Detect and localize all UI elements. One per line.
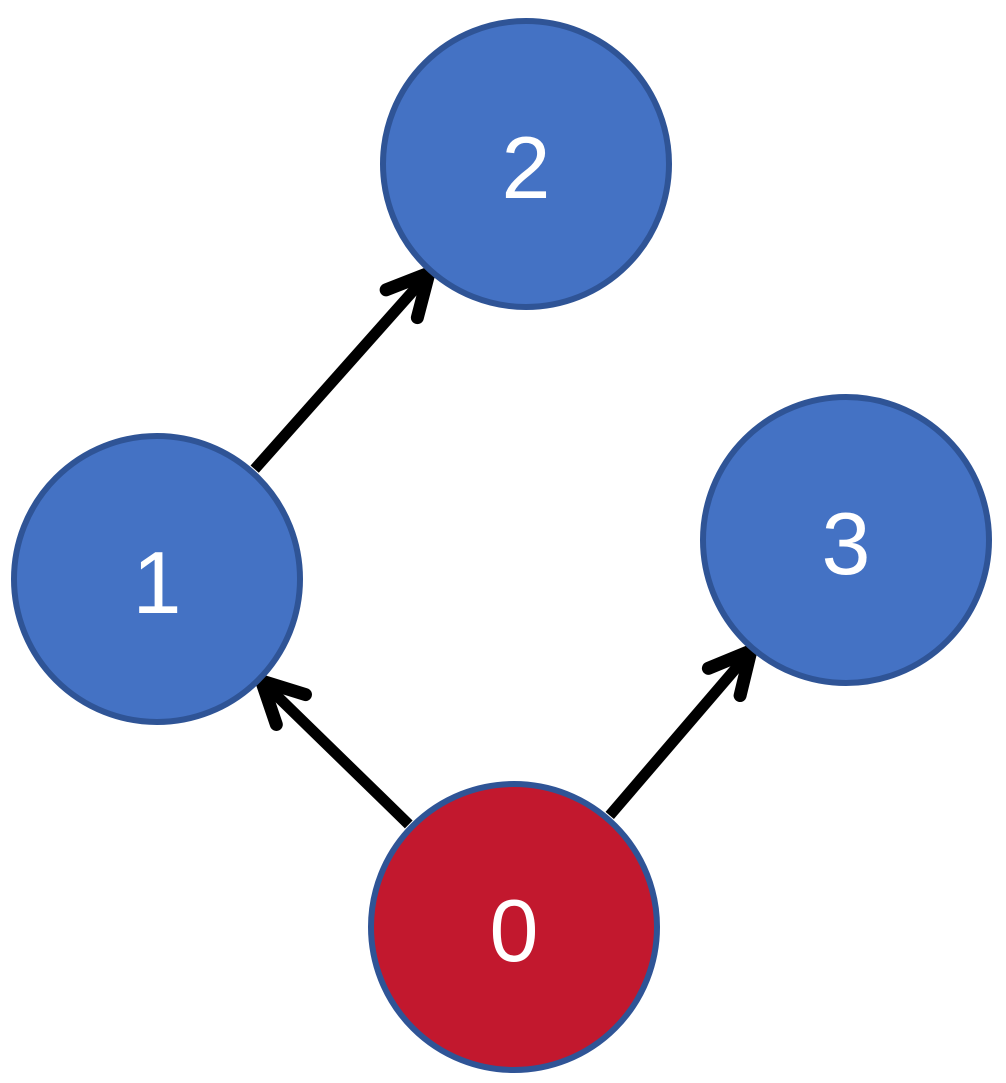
edge-0-1 (255, 674, 413, 829)
edge-0-3 (605, 644, 758, 820)
edge-line (250, 269, 434, 473)
node-circle (380, 18, 672, 310)
graph-node-1: 1 (11, 433, 303, 725)
graph-node-2: 2 (380, 18, 672, 310)
node-label: 1 (133, 533, 182, 632)
node-label: 2 (502, 118, 551, 217)
edge-arrowhead (701, 644, 758, 703)
node-label: 0 (490, 881, 539, 980)
edge-line (605, 647, 756, 820)
graph-node-0: 0 (368, 781, 660, 1073)
edge-1-2 (250, 266, 436, 473)
node-circle (700, 394, 992, 686)
node-circle (11, 433, 303, 725)
graph-node-3: 3 (700, 394, 992, 686)
edge-line (257, 676, 413, 829)
node-circle (368, 781, 660, 1073)
node-label: 3 (822, 494, 871, 593)
